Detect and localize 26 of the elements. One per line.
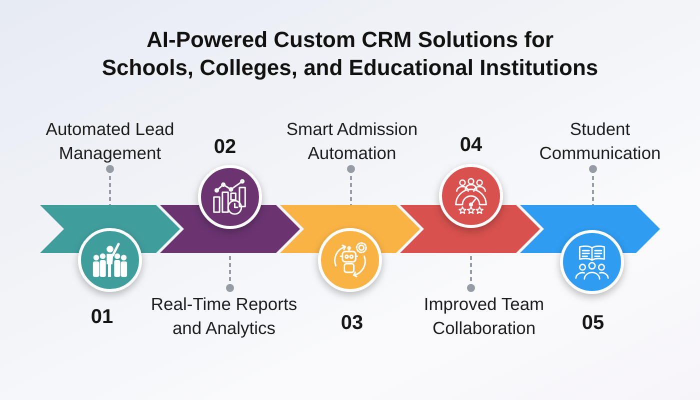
step-label: Improved Team Collaboration [409,292,559,340]
step-label: Automated Lead Management [35,117,185,165]
chevron-arrowhead [636,205,660,253]
title: AI-Powered Custom CRM Solutions for Schools, Colleges, and Educational Institutions [100,26,600,82]
step-label: Smart Admission Automation [277,117,427,165]
step-label: Student Communication [525,117,675,165]
step-number: 02 [214,136,236,158]
leader-line [347,165,355,205]
leader-line [226,253,234,292]
chevron-arrowhead [396,205,420,253]
icon-circle [318,228,382,292]
step-number: 03 [340,312,364,334]
chevron-arrowhead [156,205,180,253]
chevron-arrowhead [276,205,300,253]
chevron-arrowhead [516,205,540,253]
icon-circle [78,228,142,292]
leader-line [467,253,475,292]
step-number: 04 [460,134,482,156]
step-label: Real-Time Reports and Analytics [149,292,299,340]
icon-circle [439,164,503,228]
icon-circle [198,165,262,229]
step-number: 01 [90,306,114,328]
icon-circle [560,230,624,294]
leader-line [106,165,114,205]
leader-line [589,165,597,205]
step-number: 05 [582,312,604,334]
